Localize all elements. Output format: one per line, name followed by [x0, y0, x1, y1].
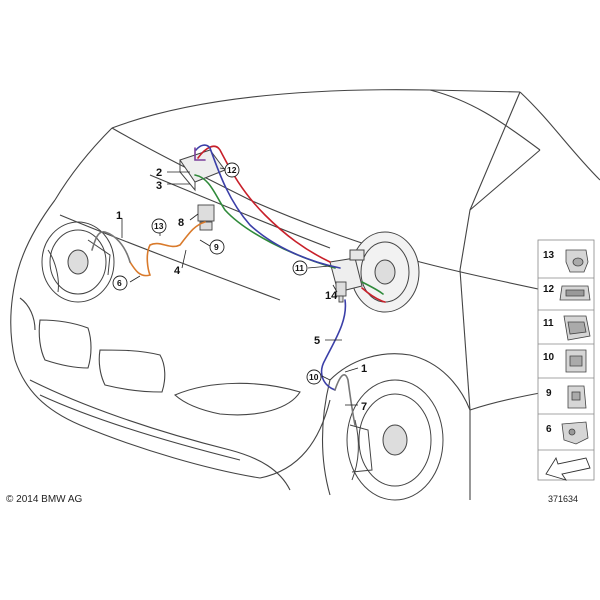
- callout-1-right: 1: [361, 363, 367, 375]
- callouts: [121, 167, 359, 406]
- callout-8: 8: [178, 217, 184, 229]
- legend-label-6: 6: [546, 424, 552, 435]
- callout-9: 9: [214, 242, 219, 252]
- legend-bracket-6-icon: [561, 421, 589, 445]
- right-brake-disc: [346, 379, 444, 501]
- legend-clip-12-icon: [559, 285, 591, 301]
- legend-clip-9-icon: [567, 385, 587, 409]
- legend-label-11: 11: [543, 318, 554, 329]
- legend-label-12: 12: [543, 284, 555, 295]
- brake-line-green-2: [361, 281, 384, 295]
- brake-lines: [91, 144, 386, 426]
- component-14: [335, 281, 347, 303]
- headlight: [19, 297, 301, 416]
- callout-13: 13: [154, 221, 164, 231]
- callout-6: 6: [117, 278, 122, 288]
- callout-2: 2: [156, 167, 162, 179]
- callout-12: 12: [227, 165, 237, 175]
- legend-clip-10-icon: [565, 349, 587, 373]
- brake-line-purple: [194, 147, 206, 161]
- drawing-id: 371634: [548, 494, 579, 504]
- brake-hose-right: [334, 374, 356, 426]
- legend-clip-11-icon: [563, 315, 591, 341]
- brake-line-red-rear: [361, 287, 386, 303]
- callout-14: 14: [325, 290, 338, 302]
- parts-legend: 13 12 11 10 9 6: [537, 239, 595, 481]
- callout-3: 3: [156, 180, 162, 192]
- callout-7: 7: [361, 401, 367, 413]
- legend-label-13: 13: [543, 250, 555, 261]
- kidney-grille: [38, 319, 166, 393]
- brake-line-blue-front: [320, 299, 347, 391]
- legend-label-10: 10: [543, 352, 555, 363]
- callout-1-left: 1: [116, 210, 122, 222]
- bracket-8: [197, 204, 215, 231]
- legend-arrow-icon: [545, 456, 591, 481]
- callout-4: 4: [174, 265, 181, 277]
- circled-callouts: [112, 162, 322, 385]
- callout-5: 5: [314, 335, 320, 347]
- brake-line-blue: [195, 144, 341, 269]
- brake-line-red: [197, 145, 331, 263]
- left-brake-disc: [41, 221, 115, 303]
- legend-label-9: 9: [546, 388, 552, 399]
- brake-hose-left: [91, 230, 131, 263]
- copyright-text: © 2014 BMW AG: [6, 494, 83, 505]
- callout-10: 10: [309, 372, 319, 382]
- callout-11: 11: [295, 263, 304, 273]
- legend-clip-13-icon: [565, 249, 589, 273]
- brake-line-orange: [129, 221, 206, 277]
